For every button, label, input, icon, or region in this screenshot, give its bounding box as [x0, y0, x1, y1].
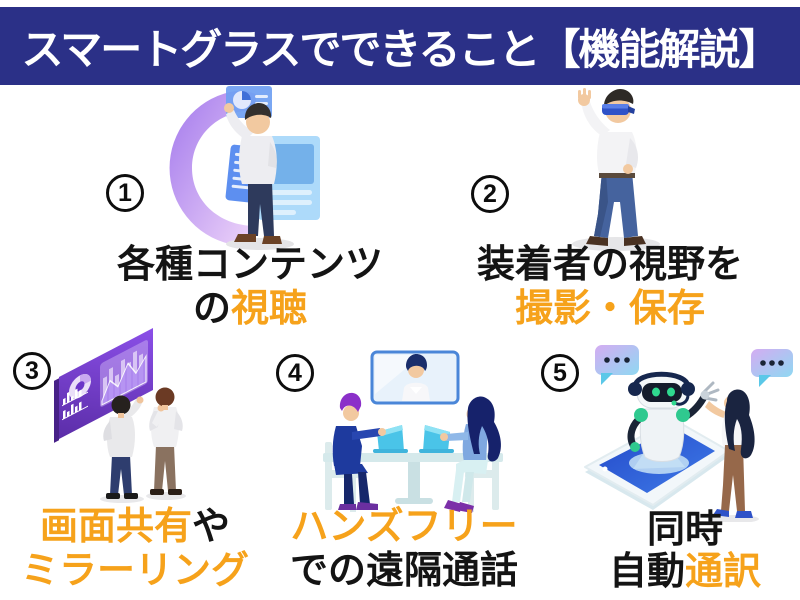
- label-line: での遠隔通話: [254, 549, 554, 593]
- illustration-smart-glasses-wearer: [540, 86, 695, 254]
- label-line: 自動通訳: [585, 551, 785, 593]
- number-badge-3: 3: [13, 352, 51, 390]
- header-banner: スマートグラスでできること【機能解説】: [0, 7, 800, 85]
- label-line: ミラーリング: [0, 549, 270, 593]
- label-line: 画面共有や: [0, 505, 270, 549]
- label-line: 撮影・保存: [410, 287, 800, 331]
- label-text-accent: ミラーリング: [20, 550, 249, 592]
- label-section-5: 同時 自動通訳: [585, 509, 785, 593]
- label-section-2: 装着者の視野を 撮影・保存: [410, 243, 800, 331]
- label-line: の視聴: [50, 287, 450, 331]
- label-text-accent: 通訳: [685, 551, 762, 593]
- label-text-accent: ハンズフリー: [290, 506, 518, 548]
- remote-call-graphic: [323, 350, 503, 513]
- number-badge-5: 5: [541, 354, 579, 392]
- label-line: ハンズフリー: [254, 505, 554, 549]
- number-badge-1: 1: [106, 174, 144, 212]
- label-text: 同時: [646, 509, 723, 551]
- label-text: や: [192, 506, 231, 548]
- label-text-accent: 撮影・保存: [514, 288, 705, 330]
- label-text: 各種コンテンツ: [116, 244, 383, 286]
- label-text: 装着者の視野を: [476, 244, 743, 286]
- illustration-screen-sharing: [48, 323, 226, 505]
- label-line: 装着者の視野を: [410, 243, 800, 287]
- number-badge-4: 4: [276, 354, 314, 392]
- label-text-accent: 画面共有: [39, 506, 192, 548]
- label-line: 同時: [585, 509, 785, 551]
- label-text: 自動: [608, 551, 685, 593]
- illustration-remote-call: [298, 346, 526, 516]
- illustration-translation-robot: [575, 335, 800, 522]
- number-badge-2: 2: [471, 175, 509, 213]
- label-section-1: 各種コンテンツ の視聴: [50, 243, 450, 331]
- label-section-4: ハンズフリー での遠隔通話: [254, 505, 554, 593]
- content-viewing-graphic: [169, 86, 320, 250]
- label-section-3: 画面共有や ミラーリング: [0, 505, 270, 593]
- page-title: スマートグラスでできること【機能解説】: [21, 25, 780, 73]
- label-line: 各種コンテンツ: [50, 243, 450, 287]
- translation-robot-graphic: [584, 345, 793, 522]
- illustration-content-viewing: [168, 86, 333, 252]
- smart-glasses-wearer-graphic: [572, 88, 660, 251]
- label-text-accent: 視聴: [231, 288, 308, 330]
- label-text: の: [192, 288, 231, 330]
- screen-sharing-graphic: [54, 328, 186, 503]
- label-text: での遠隔通話: [289, 550, 518, 592]
